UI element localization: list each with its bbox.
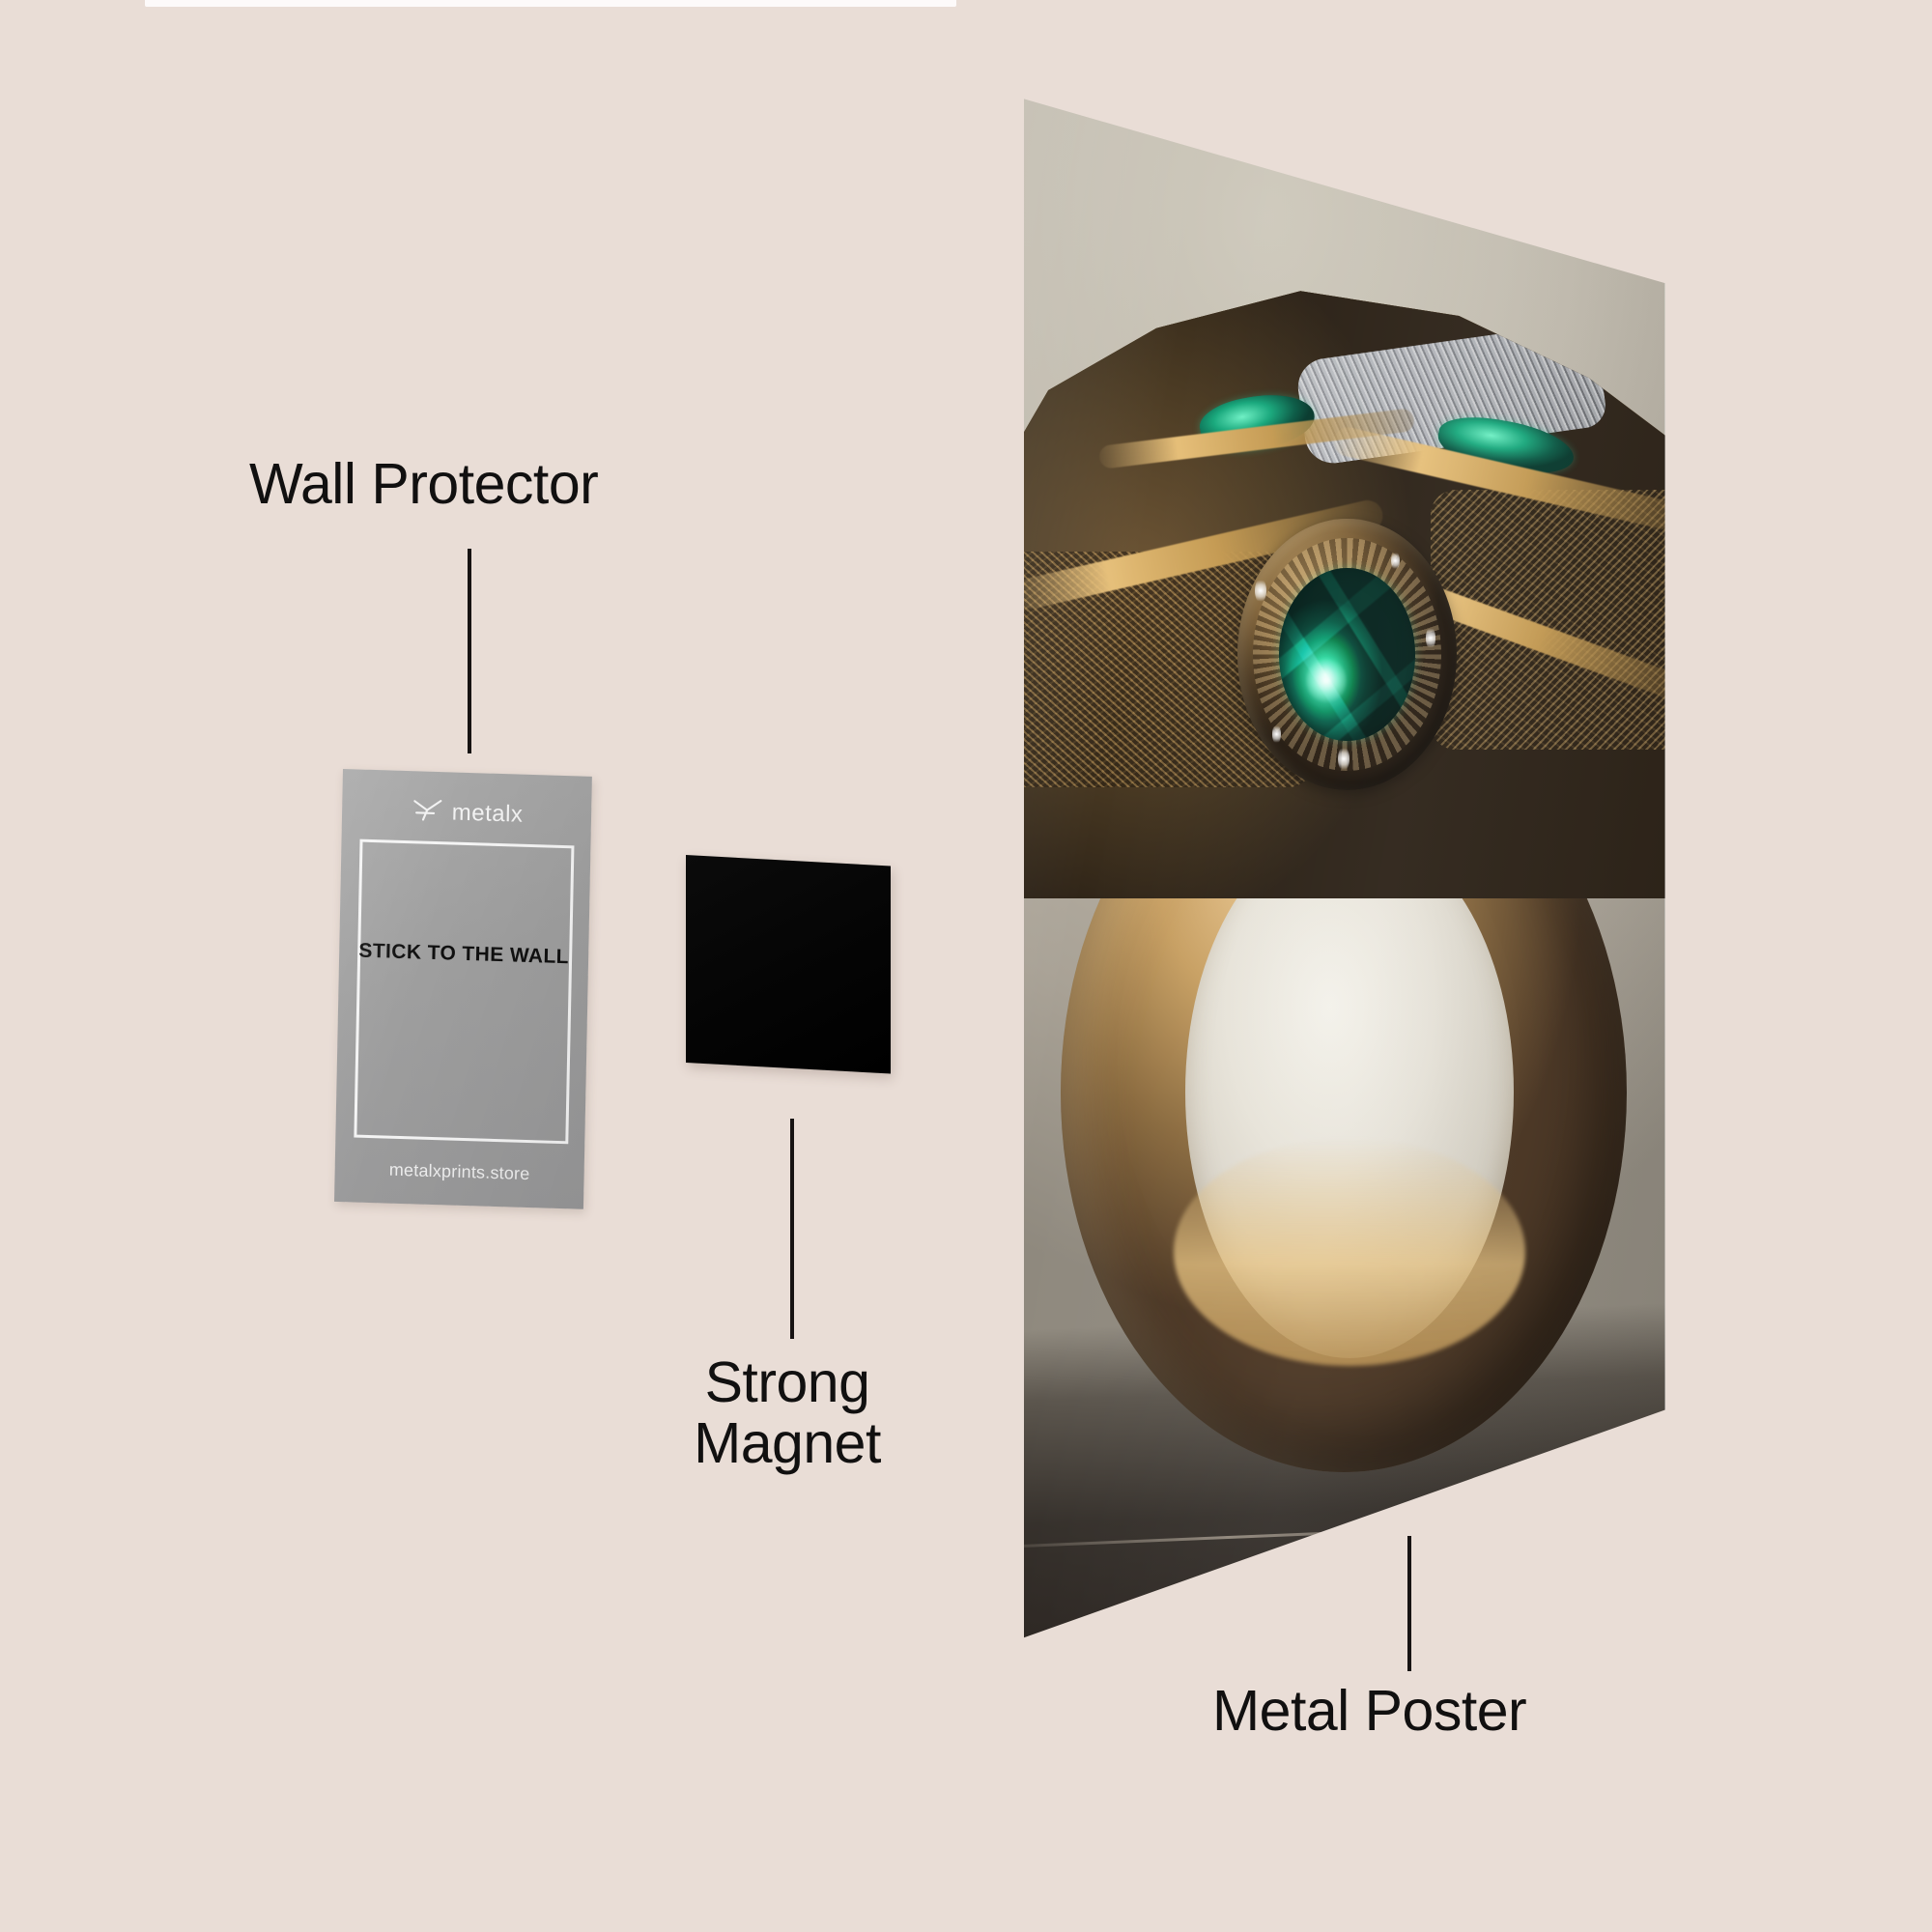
pave-sparkle [1390,551,1400,571]
metal-poster-label: Metal Poster [1212,1679,1527,1743]
strong-magnet-square [686,855,891,1074]
metal-poster-panel [1023,99,1665,1638]
ring-inner-rim [1174,1137,1525,1366]
magnet-leader-line [790,1119,794,1339]
poster-artwork [1023,99,1665,1638]
pave-sparkle [1425,627,1436,649]
gem-facets [1279,567,1415,742]
top-edge-strip [145,0,956,7]
gem-highlight [1306,658,1348,703]
strong-magnet-label: Strong Magnet [694,1350,881,1475]
ring-band [1060,712,1628,1472]
wall-protector-leader-line [468,549,471,753]
metal-poster-leader-line [1407,1536,1411,1671]
wall-protector-label: Wall Protector [249,452,599,516]
metalx-cross-icon [410,796,443,827]
card-inner-frame [354,838,575,1145]
center-gem-bezel [1237,519,1457,790]
center-emerald-gem [1279,567,1415,742]
wall-protector-card: metalx STICK TO THE WALL metalxprints.st… [334,769,592,1209]
pave-sparkle [1338,746,1350,772]
pave-sparkle [1272,724,1282,745]
brand-name: metalx [451,798,524,828]
pave-sparkle [1255,578,1266,604]
brand-row: metalx [342,794,592,832]
